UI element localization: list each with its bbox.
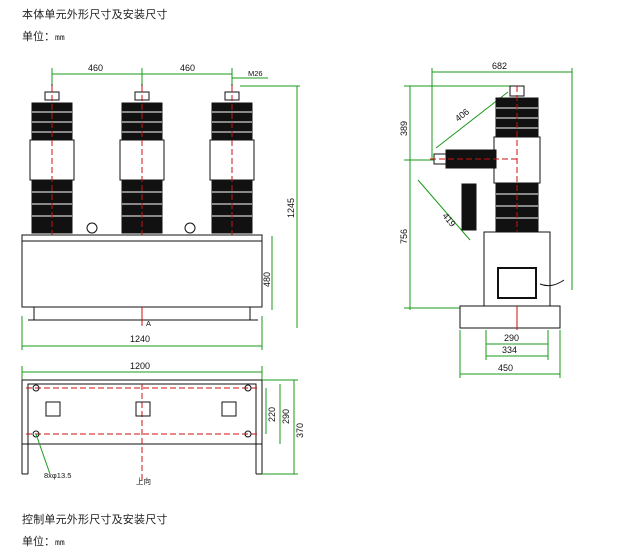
control-unit-label: 单位：mm — [22, 533, 65, 549]
dim-1200: 1200 — [130, 361, 150, 371]
dim-460-right: 460 — [180, 63, 195, 73]
plan-view — [21, 366, 298, 480]
unit-label-text: 单位： — [22, 30, 55, 43]
dim-1245: 1245 — [286, 198, 296, 218]
body-unit-label: 单位：mm — [22, 28, 65, 44]
dim-460-left: 460 — [88, 63, 103, 73]
side-view — [404, 68, 573, 378]
control-unit-heading: 控制单元外形尺寸及安装尺寸 — [22, 513, 168, 526]
dim-1240: 1240 — [130, 334, 150, 344]
dim-682: 682 — [492, 61, 507, 71]
dim-370: 370 — [295, 423, 305, 438]
unit-value-2: mm — [55, 538, 65, 547]
body-unit-heading: 本体单元外形尺寸及安装尺寸 — [22, 8, 168, 21]
dim-220: 220 — [267, 407, 277, 422]
dim-450: 450 — [498, 363, 513, 373]
dim-290: 290 — [504, 333, 519, 343]
dim-480: 480 — [262, 272, 272, 287]
dim-334: 334 — [502, 345, 517, 355]
unit-value: mm — [55, 33, 65, 42]
holes-label: 8xφ13.5 — [44, 471, 71, 480]
unit-label-text-2: 单位： — [22, 535, 55, 548]
dim-389: 389 — [399, 121, 409, 136]
dim-419: 419 — [440, 211, 457, 229]
dim-m26: M26 — [248, 69, 263, 78]
front-view — [21, 68, 300, 350]
direction-label: 上向 — [136, 476, 151, 486]
dim-756: 756 — [399, 229, 409, 244]
arrow-a-label: A — [146, 319, 151, 328]
dim-290-plan: 290 — [281, 409, 291, 424]
dim-406: 406 — [453, 106, 471, 123]
